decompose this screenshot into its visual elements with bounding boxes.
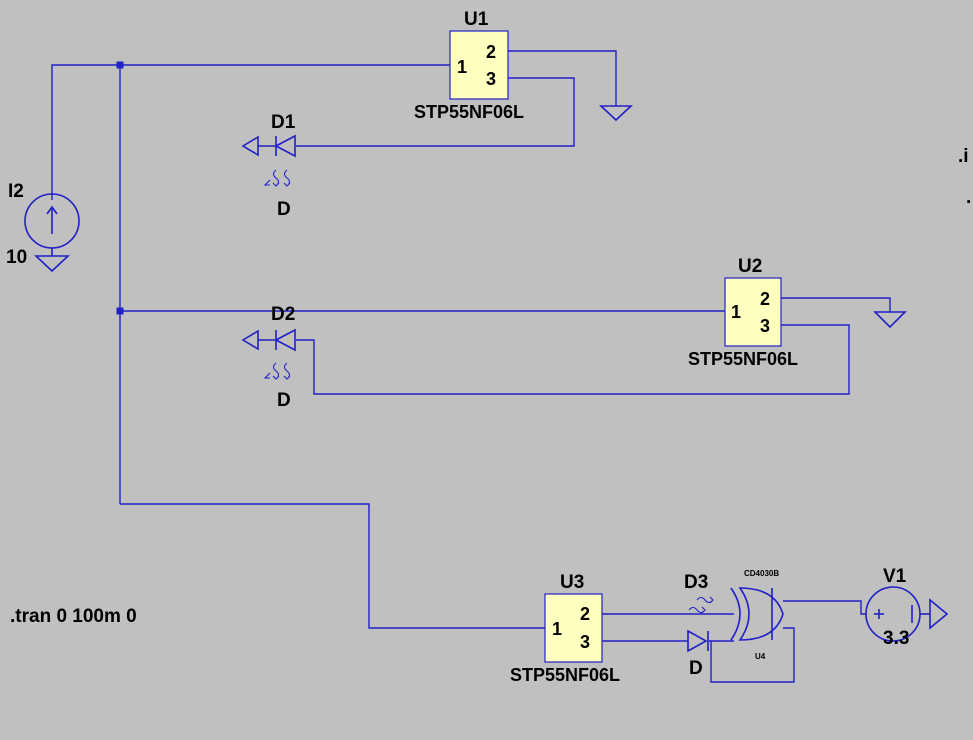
mosfet-body	[724, 277, 782, 347]
u3-pin2: 2	[580, 604, 590, 624]
d3-ref: D3	[684, 572, 708, 593]
voltage-source-v1[interactable]: V1 3.3	[865, 566, 949, 649]
u3-pin1: 1	[552, 619, 562, 639]
diode-icon	[687, 629, 708, 653]
u2-value: STP55NF06L	[688, 349, 798, 369]
u3-ref: U3	[560, 572, 584, 593]
u4-value: CD4030B	[744, 569, 779, 578]
d1-ref: D1	[271, 112, 296, 133]
led-light-icon	[263, 169, 291, 187]
wire-i2-top[interactable]	[51, 64, 120, 200]
tran-directive[interactable]: .tran 0 100m 0	[10, 606, 137, 627]
ground-icon	[873, 311, 907, 329]
wire-u1-drain[interactable]	[296, 77, 575, 147]
u1-pin1: 1	[457, 57, 467, 77]
d2-value: D	[277, 390, 291, 411]
xor-gate-icon	[738, 587, 784, 641]
i2-value: 10	[6, 247, 27, 268]
led-light-icon	[688, 596, 714, 614]
xor-gate-u4[interactable]: CD4030B U4	[730, 569, 784, 661]
u2-pin2: 2	[760, 289, 770, 309]
mosfet-u3[interactable]: U3 1 2 3 STP55NF06L	[510, 572, 620, 685]
mosfet-u2[interactable]: U2 1 2 3 STP55NF06L	[688, 256, 798, 369]
wire-xor-feedback[interactable]	[710, 627, 795, 683]
u1-value: STP55NF06L	[414, 102, 524, 122]
junction-dot	[116, 61, 124, 69]
wire-u2-drain[interactable]	[296, 324, 850, 395]
ground-icon	[929, 598, 949, 630]
wire-u3-gate[interactable]	[120, 503, 545, 629]
mosfet-body	[449, 30, 509, 100]
u4-ref: U4	[755, 652, 766, 661]
current-source-i2[interactable]: I2 10	[6, 181, 80, 268]
ground-icon	[598, 105, 634, 122]
u2-pin3: 3	[760, 316, 770, 336]
mosfet-u1[interactable]: U1 1 2 3 STP55NF06L	[414, 9, 524, 122]
u1-ref: U1	[464, 9, 489, 30]
d3-value: D	[689, 658, 703, 679]
d1-value: D	[277, 199, 291, 220]
directive-cut-off[interactable]: .i	[958, 146, 969, 167]
wire-u1-source[interactable]	[508, 50, 617, 106]
u1-pin3: 3	[486, 69, 496, 89]
junction-dot	[116, 307, 124, 315]
diode-d3[interactable]: D3 D	[684, 572, 714, 679]
ground-icon	[33, 248, 71, 273]
led-light-icon	[263, 362, 291, 380]
arrow-left-icon	[241, 329, 259, 351]
diode-d2[interactable]: D2 D	[241, 304, 296, 411]
v1-ref: V1	[883, 566, 907, 587]
d2-ref: D2	[271, 304, 295, 325]
mosfet-body	[544, 593, 603, 663]
u2-ref: U2	[738, 256, 762, 277]
directive-cut-off[interactable]: .	[966, 187, 971, 208]
u2-pin1: 1	[731, 302, 741, 322]
u1-pin2: 2	[486, 42, 496, 62]
wire-u2-source[interactable]	[781, 297, 891, 312]
v1-value: 3.3	[883, 628, 909, 649]
u3-pin3: 3	[580, 632, 590, 652]
i2-ref: I2	[8, 181, 24, 202]
wires	[51, 50, 891, 683]
arrow-left-icon	[241, 135, 259, 157]
wire-xor-out[interactable]	[783, 600, 866, 615]
u3-value: STP55NF06L	[510, 665, 620, 685]
diode-d1[interactable]: D1 D	[241, 112, 296, 220]
